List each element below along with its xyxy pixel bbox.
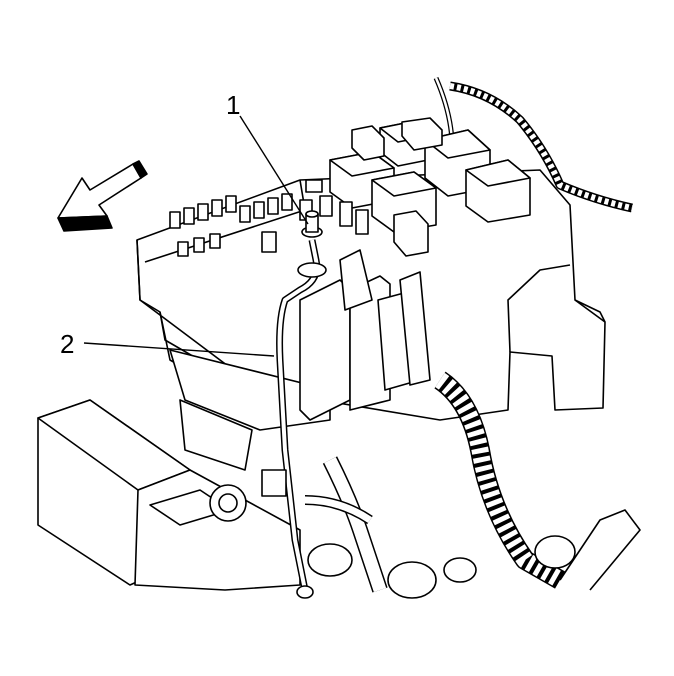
lower-wiring-harness — [304, 371, 641, 599]
fuse-block-lower-tier — [169, 349, 331, 471]
callout-2-label: 2 — [60, 329, 75, 359]
battery — [37, 399, 301, 591]
connector-bracket — [299, 249, 431, 421]
fuse-array — [169, 179, 369, 257]
callout-1-label: 1 — [226, 90, 241, 120]
direction-arrow-icon — [57, 160, 148, 232]
callout-leader-lines — [83, 115, 309, 357]
fastener-stud — [297, 210, 327, 278]
relay-group — [329, 117, 531, 257]
